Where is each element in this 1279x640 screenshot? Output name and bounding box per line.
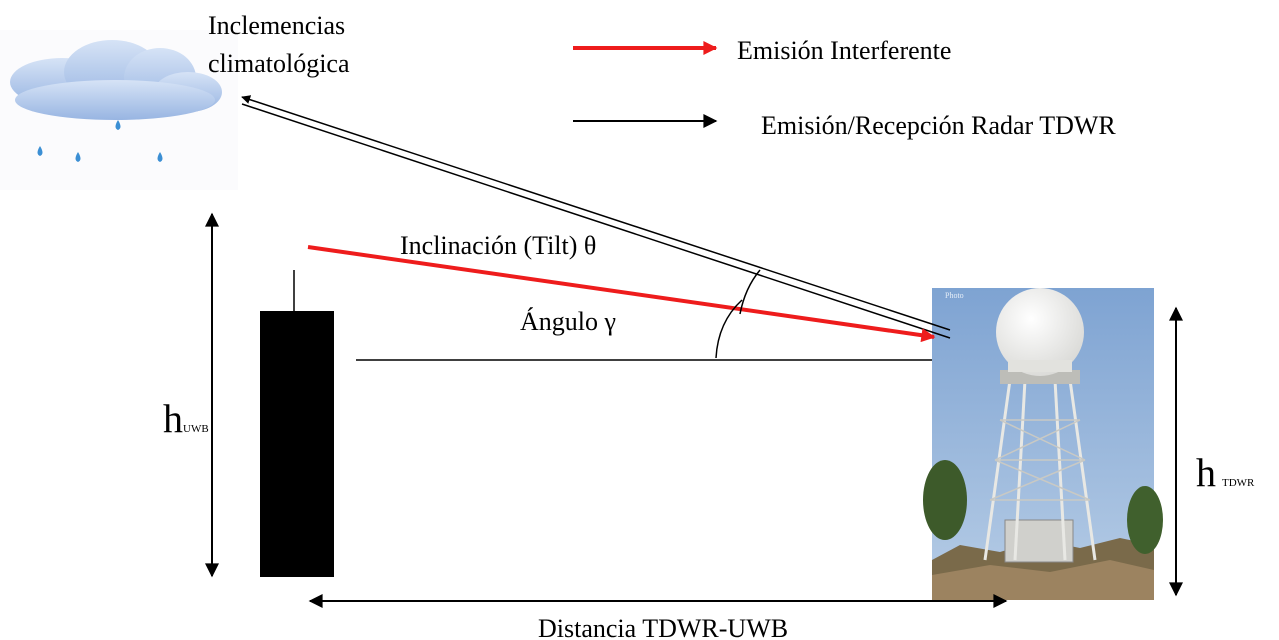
uwb-height-label: hUWB [163, 396, 209, 441]
legend: Emisión Interferente Emisión/Recepción R… [573, 36, 1116, 140]
distance-label: Distancia TDWR-UWB [538, 614, 788, 640]
raindrop-icon [37, 146, 43, 156]
svg-text:Photo: Photo [945, 291, 964, 300]
interference-emission-arrow [307, 245, 936, 343]
cloud-label-line2: climatológica [208, 49, 350, 78]
cloud-icon [10, 40, 222, 120]
radome-dome [996, 288, 1084, 376]
raindrops [37, 120, 163, 162]
legend-radar-label: Emisión/Recepción Radar TDWR [761, 111, 1116, 140]
tdwr-radar-tower-photo: Photo [923, 288, 1163, 600]
raindrop-icon [75, 152, 81, 162]
tilt-angle-label: Inclinación (Tilt) θ [400, 231, 596, 260]
gamma-angle-arc [715, 299, 743, 359]
gamma-angle-label: Ángulo γ [520, 307, 616, 336]
rain-cloud-illustration [0, 30, 238, 190]
tdwr-height-subscript: TDWR [1222, 477, 1255, 489]
tdwr-height-symbol: h [1196, 450, 1216, 495]
uwb-device-block [260, 311, 334, 577]
radar-beam [241, 95, 951, 339]
uwb-height-subscript: UWB [183, 423, 209, 435]
cloud-label-line1: Inclemencias [208, 11, 345, 40]
raindrop-icon [157, 152, 163, 162]
legend-interferer-label: Emisión Interferente [737, 36, 951, 65]
raindrop-icon [115, 120, 121, 130]
uwb-height-symbol: h [163, 396, 183, 441]
tilt-angle-arc [739, 269, 761, 315]
uwb-transmitter [260, 270, 334, 577]
